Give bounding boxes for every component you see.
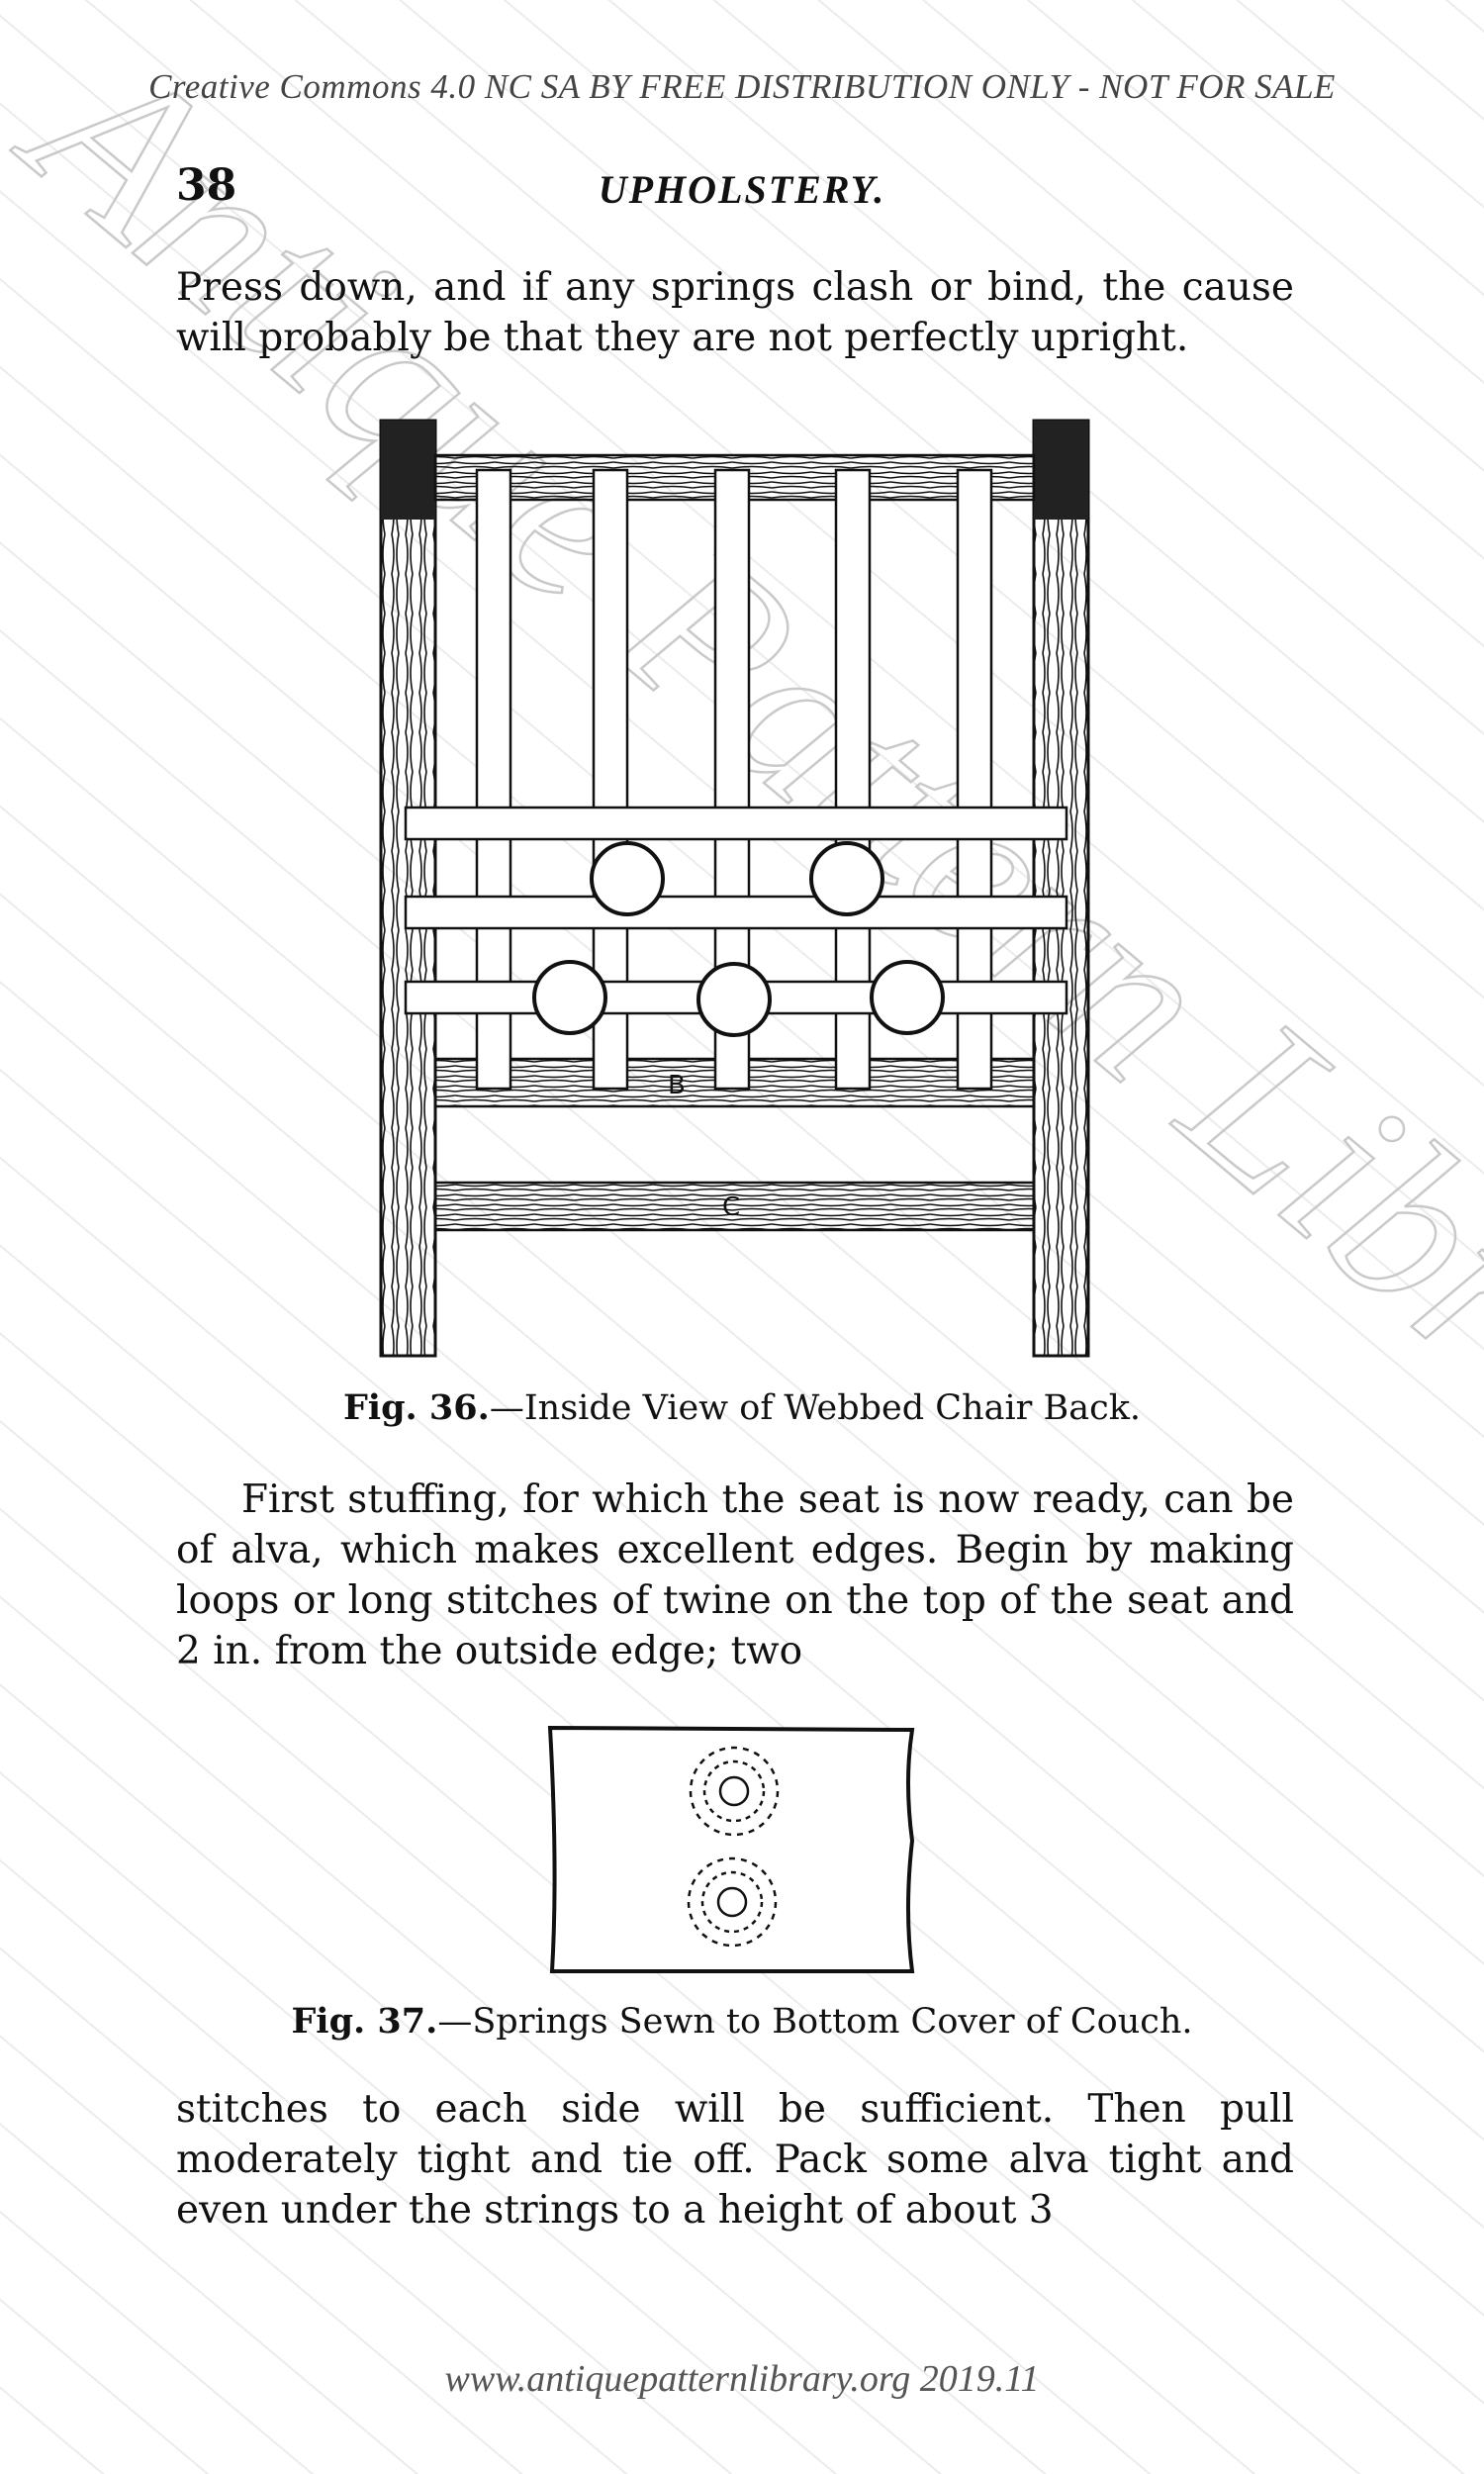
figure-36-caption: Fig. 36.—Inside View of Webbed Chair Bac… xyxy=(0,1387,1484,1428)
label-c: C xyxy=(722,1192,740,1222)
label-b: B xyxy=(668,1071,686,1100)
cover-outline xyxy=(547,1725,915,1973)
figure-37-caption-text: —Springs Sewn to Bottom Cover of Couch. xyxy=(437,2002,1193,2042)
paragraph-2: First stuffing, for which the seat is no… xyxy=(176,1477,1294,1673)
figure-36-label: Fig. 36. xyxy=(342,1387,490,1428)
footer-watermark-url: www.antiquepatternlibrary.org 2019.11 xyxy=(444,2358,1040,2400)
figure-37-label: Fig. 37. xyxy=(291,2001,438,2042)
figure-37-caption: Fig. 37.—Springs Sewn to Bottom Cover of… xyxy=(0,2001,1484,2042)
sewn-springs xyxy=(687,1746,780,1948)
page-number: 38 xyxy=(176,160,237,211)
rail-c xyxy=(433,1181,1036,1232)
springs xyxy=(532,841,945,1037)
paragraph-1: Press down, and if any springs clash or … xyxy=(176,265,1294,360)
running-head: UPHOLSTERY. xyxy=(598,167,886,212)
license-notice: Creative Commons 4.0 NC SA BY FREE DISTR… xyxy=(148,67,1336,106)
figure-37-springs-cover xyxy=(547,1725,915,1973)
figure-36-caption-text: —Inside View of Webbed Chair Back. xyxy=(489,1388,1142,1428)
chair-uprights xyxy=(379,419,1090,1358)
figure-36-chair-back: B C xyxy=(379,419,1090,1358)
paragraph-3: stitches to each side will be sufficient… xyxy=(176,2087,1294,2233)
